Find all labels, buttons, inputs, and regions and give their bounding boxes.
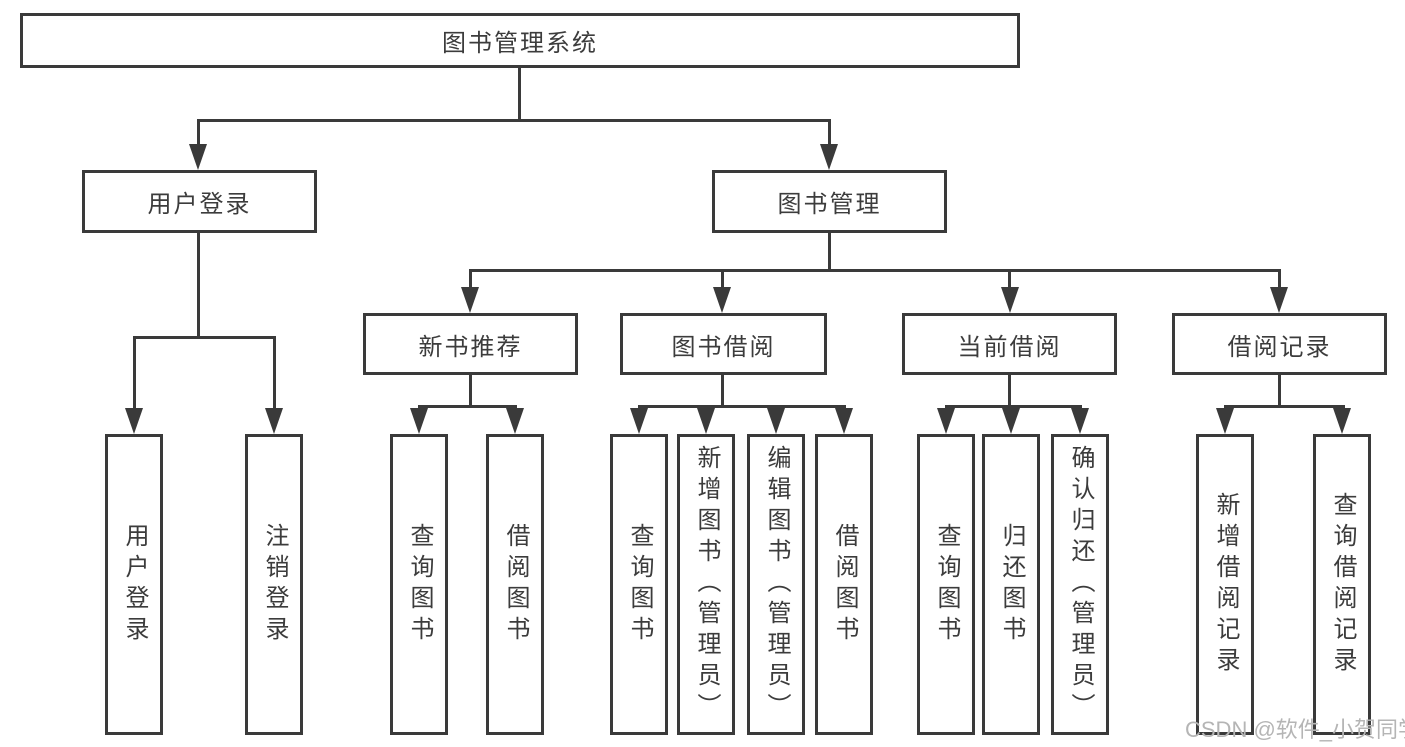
connector-drop-book-mgmt <box>828 119 831 147</box>
arrow-to-bb-query <box>630 408 648 434</box>
node-current-borrow: 当前借阅 <box>902 313 1117 375</box>
connector-records-stem <box>1278 375 1281 407</box>
arrow-to-new-books <box>461 287 479 313</box>
leaf-borrow-borrow-book: 借阅图书 <box>815 434 873 735</box>
connector-drop-current-borrow <box>1008 269 1011 289</box>
arrow-to-user-login <box>189 144 207 170</box>
connector-drop-leaf-login <box>133 336 136 410</box>
arrow-to-nb-borrow <box>506 408 524 434</box>
leaf-borrow-add-book-admin: 新增图书（管理员） <box>677 434 735 735</box>
arrow-to-current-borrow <box>1001 287 1019 313</box>
leaf-current-query-book: 查询图书 <box>917 434 975 735</box>
connector-currentborrow-stem <box>1008 375 1011 407</box>
node-library-management-system: 图书管理系统 <box>20 13 1020 68</box>
connector-drop-book-borrow <box>721 269 724 289</box>
arrow-to-br-query <box>1333 408 1351 434</box>
arrow-to-cb-return <box>1002 408 1020 434</box>
connector-newbooks-bus <box>418 405 517 408</box>
csdn-watermark: CSDN @软件_小贺同学 <box>1185 717 1405 742</box>
connector-level2-bus <box>197 119 831 122</box>
arrow-to-nb-query <box>410 408 428 434</box>
connector-currentborrow-bus <box>945 405 1082 408</box>
leaf-newbooks-borrow-book: 借阅图书 <box>486 434 544 735</box>
connector-userlogin-stem <box>197 233 200 337</box>
arrow-to-cb-confirm <box>1071 408 1089 434</box>
leaf-records-query-record: 查询借阅记录 <box>1313 434 1371 735</box>
arrow-to-br-add <box>1216 408 1234 434</box>
connector-drop-new-books <box>469 269 472 289</box>
connector-drop-user-login <box>197 119 200 147</box>
leaf-newbooks-query-book: 查询图书 <box>390 434 448 735</box>
leaf-borrow-edit-book-admin: 编辑图书（管理员） <box>747 434 805 735</box>
arrow-to-cb-query <box>937 408 955 434</box>
connector-bookborrow-bus <box>638 405 846 408</box>
arrow-to-bb-add <box>697 408 715 434</box>
node-book-management: 图书管理 <box>712 170 947 233</box>
leaf-logout: 注销登录 <box>245 434 303 735</box>
connector-newbooks-stem <box>469 375 472 407</box>
arrow-to-borrow-records <box>1270 287 1288 313</box>
leaf-current-return-book: 归还图书 <box>982 434 1040 735</box>
arrow-to-leaf-login <box>125 408 143 434</box>
arrow-to-book-mgmt <box>820 144 838 170</box>
connector-bookborrow-stem <box>721 375 724 407</box>
arrow-to-bb-borrow <box>835 408 853 434</box>
leaf-current-confirm-return-admin: 确认归还（管理员） <box>1051 434 1109 735</box>
node-book-borrow: 图书借阅 <box>620 313 827 375</box>
arrow-to-leaf-logout <box>265 408 283 434</box>
node-borrow-records: 借阅记录 <box>1172 313 1387 375</box>
leaf-records-add-record: 新增借阅记录 <box>1196 434 1254 735</box>
leaf-borrow-query-book: 查询图书 <box>610 434 668 735</box>
leaf-user-login: 用户登录 <box>105 434 163 735</box>
connector-root-stem <box>518 68 521 122</box>
arrow-to-book-borrow <box>713 287 731 313</box>
node-user-login: 用户登录 <box>82 170 317 233</box>
connector-bookmgmt-stem <box>828 233 831 271</box>
connector-level3-bus <box>469 269 1281 272</box>
connector-drop-leaf-logout <box>273 336 276 410</box>
connector-userlogin-bus <box>133 336 276 339</box>
connector-records-bus <box>1224 405 1345 408</box>
connector-drop-borrow-records <box>1278 269 1281 289</box>
node-new-book-recommend: 新书推荐 <box>363 313 578 375</box>
arrow-to-bb-edit <box>767 408 785 434</box>
